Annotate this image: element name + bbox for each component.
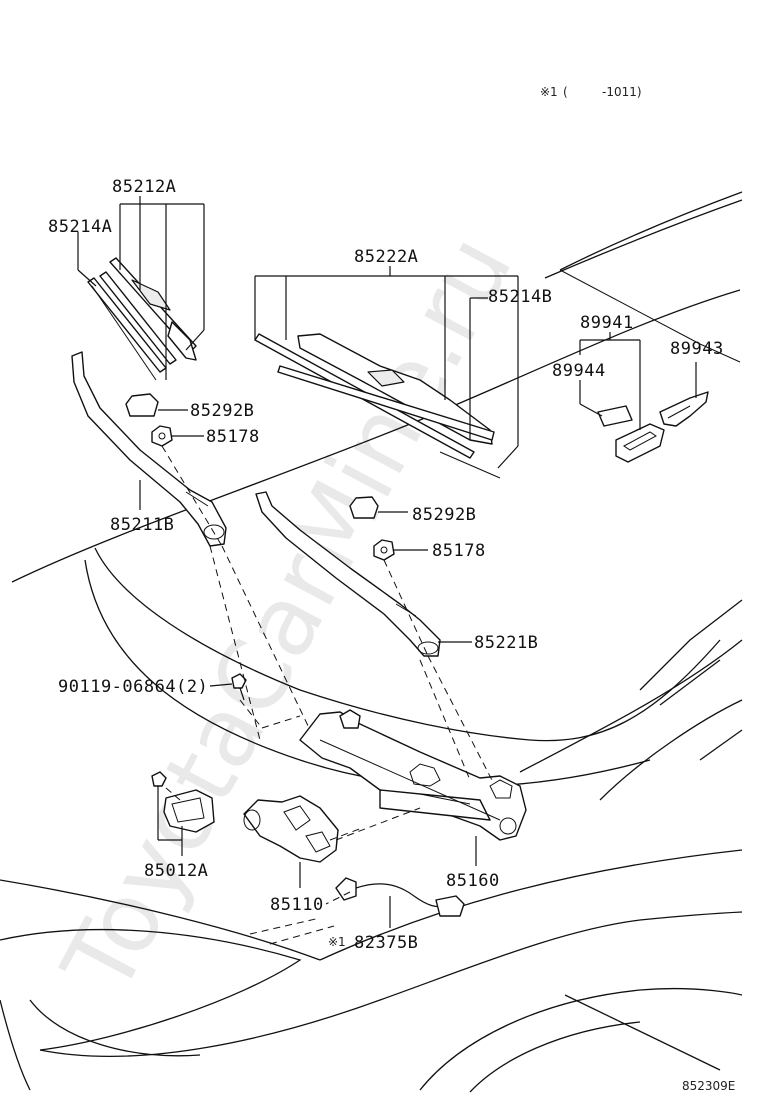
assembly-dashed-lines bbox=[161, 445, 495, 945]
label-85178-front: 85178 bbox=[206, 427, 260, 447]
part-89941 bbox=[615, 423, 665, 463]
watermark: ToyotaCarMine.ru bbox=[41, 218, 534, 1012]
label-85214B: 85214B bbox=[488, 287, 552, 307]
label-89941: 89941 bbox=[580, 313, 634, 333]
blade-85212A bbox=[87, 257, 197, 381]
label-85160: 85160 bbox=[446, 871, 500, 891]
label-82375B: 82375B bbox=[354, 933, 418, 953]
label-85178-rear: 85178 bbox=[432, 541, 486, 561]
note-mark: ※1 bbox=[540, 85, 558, 99]
label-82375B-mark: ※1 bbox=[328, 935, 346, 949]
note-header: ※1 ( -1011) bbox=[540, 85, 642, 99]
figure-code: 852309E bbox=[682, 1079, 735, 1093]
linkage-85160 bbox=[299, 709, 527, 841]
part-89943 bbox=[659, 391, 709, 427]
note-range: -1011) bbox=[602, 85, 642, 99]
blade-85222A bbox=[254, 333, 501, 479]
nut-85178-front bbox=[151, 425, 173, 447]
label-85222A: 85222A bbox=[354, 247, 418, 267]
arm-85211B bbox=[71, 351, 227, 547]
bolt-90119 bbox=[231, 673, 247, 701]
arm-85221B bbox=[255, 491, 441, 657]
label-85110: 85110 bbox=[270, 895, 324, 915]
label-85212A: 85212A bbox=[112, 177, 176, 197]
label-90119-06864: 90119-06864(2) bbox=[58, 677, 208, 697]
cap-85292B-rear bbox=[349, 496, 379, 519]
vehicle-body-outline bbox=[0, 191, 743, 1093]
leader-lines bbox=[77, 196, 741, 928]
note-open-paren: ( bbox=[563, 85, 568, 99]
harness-82375B bbox=[335, 877, 465, 917]
motor-85110 bbox=[243, 795, 339, 863]
nut-85178-rear bbox=[373, 539, 395, 561]
label-85292B-rear: 85292B bbox=[412, 505, 476, 525]
svg-text:ToyotaCarMine.ru: ToyotaCarMine.ru bbox=[41, 218, 534, 1012]
tag-89944 bbox=[597, 405, 633, 427]
label-85214A: 85214A bbox=[48, 217, 112, 237]
label-89944: 89944 bbox=[552, 361, 606, 381]
cap-85292B-front bbox=[125, 393, 159, 417]
bracket-85012A bbox=[151, 771, 215, 833]
label-85012A: 85012A bbox=[144, 861, 208, 881]
label-89943: 89943 bbox=[670, 339, 724, 359]
label-85211B: 85211B bbox=[110, 515, 174, 535]
label-85292B-front: 85292B bbox=[190, 401, 254, 421]
label-85221B: 85221B bbox=[474, 633, 538, 653]
